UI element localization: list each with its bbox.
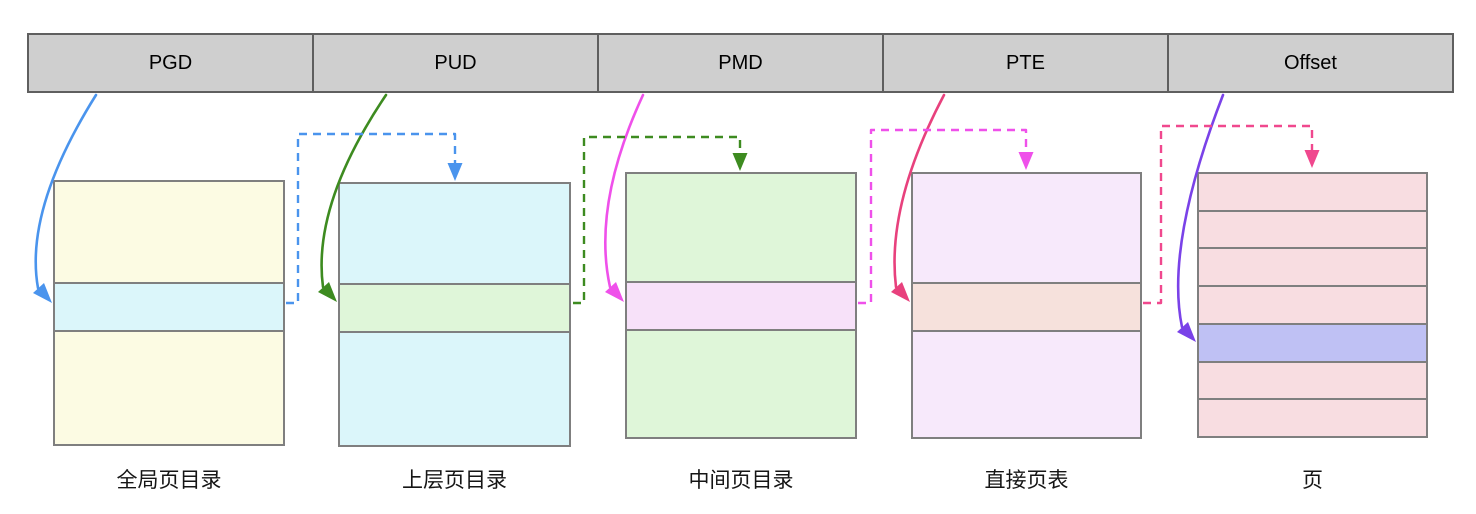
- page-highlighted-row: [1199, 322, 1426, 361]
- table-section: [55, 182, 283, 282]
- page-row: [1199, 174, 1426, 210]
- page-frame: [1197, 172, 1428, 438]
- connector-arrowhead-icon: [732, 153, 748, 171]
- pgd-arrowhead-icon: [33, 283, 52, 303]
- pgd-highlighted-entry: [55, 282, 283, 330]
- pud-highlighted-entry: [340, 283, 569, 331]
- connector-arrowhead-icon: [1018, 152, 1034, 170]
- field-pgd-label: PGD: [148, 51, 193, 74]
- table-section: [627, 329, 855, 437]
- pud-arrowhead-icon: [318, 282, 337, 302]
- offset-arrowhead-icon: [1177, 322, 1196, 342]
- pmd-table: [625, 172, 857, 439]
- connector-arrowhead-icon: [447, 163, 463, 181]
- field-offset-label: Offset: [1284, 51, 1337, 74]
- field-pmd-label: PMD: [718, 51, 763, 74]
- page-frame-caption: 页: [1302, 469, 1323, 492]
- field-pud-label: PUD: [434, 51, 477, 74]
- table-section: [627, 174, 855, 281]
- connector-arrowhead-icon: [1304, 150, 1320, 168]
- page-row: [1199, 285, 1426, 323]
- pgd-table: [53, 180, 285, 446]
- field-pgd: PGD: [29, 35, 312, 91]
- table-section: [340, 331, 569, 445]
- pgd-table-caption: 全局页目录: [116, 469, 222, 492]
- address-fields-bar: PGD PUD PMD PTE Offset: [27, 33, 1454, 93]
- pte-arrowhead-icon: [891, 282, 910, 302]
- field-pte-label: PTE: [1006, 51, 1045, 74]
- table-section: [913, 330, 1140, 437]
- pud-table: [338, 182, 571, 447]
- field-pte: PTE: [882, 35, 1167, 91]
- table-section: [913, 174, 1140, 282]
- pud-table-caption: 上层页目录: [402, 469, 507, 492]
- page-row: [1199, 247, 1426, 286]
- pmd-table-caption: 中间页目录: [688, 469, 794, 492]
- table-section: [55, 330, 283, 444]
- pmd-highlighted-entry: [627, 281, 855, 329]
- page-row: [1199, 209, 1426, 248]
- table-section: [340, 184, 569, 283]
- page-row: [1199, 398, 1426, 437]
- field-offset: Offset: [1167, 35, 1452, 91]
- page-row: [1199, 360, 1426, 399]
- pte-table-caption: 直接页表: [984, 469, 1069, 492]
- pte-table: [911, 172, 1142, 439]
- pte-highlighted-entry: [913, 282, 1140, 330]
- field-pmd: PMD: [597, 35, 882, 91]
- field-pud: PUD: [312, 35, 597, 91]
- pmd-arrowhead-icon: [605, 282, 624, 302]
